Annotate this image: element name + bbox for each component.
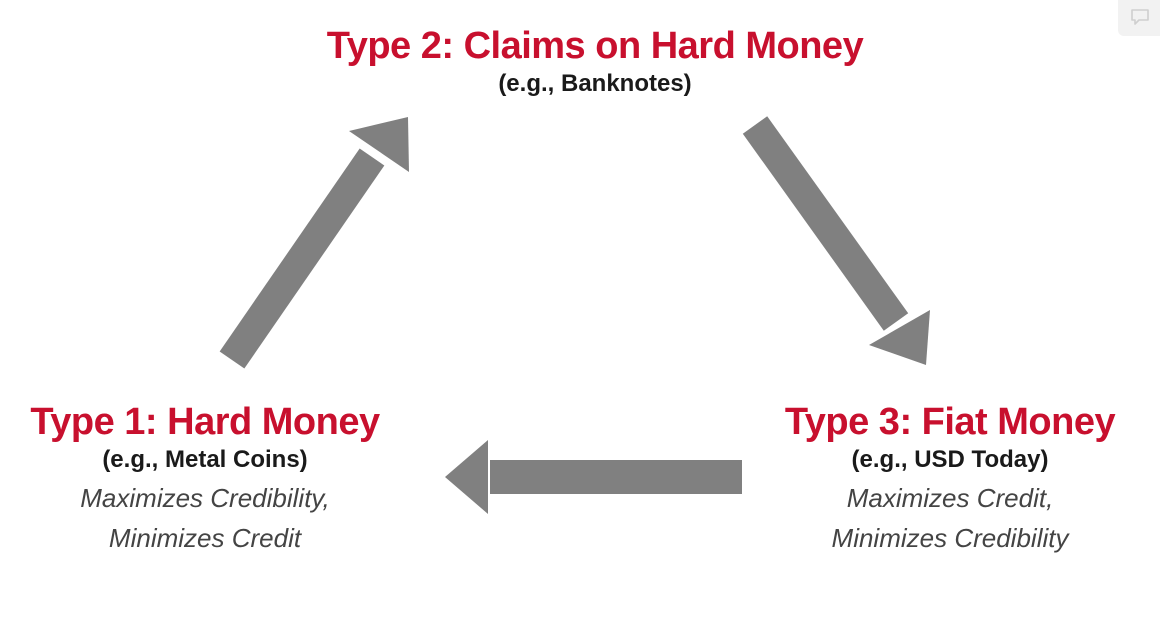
comment-button[interactable] (1118, 0, 1160, 36)
node-type2: Type 2: Claims on Hard Money (e.g., Bank… (300, 24, 890, 100)
type1-notes: Maximizes Credibility, Minimizes Credit (10, 478, 400, 558)
type1-title: Type 1: Hard Money (30, 401, 380, 443)
type2-title: Type 2: Claims on Hard Money (326, 25, 864, 67)
type3-title: Type 3: Fiat Money (784, 401, 1116, 443)
arrow-type3-to-type1 (445, 440, 742, 514)
type2-example: (e.g., Banknotes) (498, 70, 692, 97)
type3-example: (e.g., USD Today) (851, 446, 1049, 473)
arrow-type2-to-type3 (742, 116, 930, 365)
type1-note-line2: Minimizes Credit (108, 523, 302, 553)
type3-notes: Maximizes Credit, Minimizes Credibility (760, 478, 1140, 558)
arrow-type1-to-type2 (219, 117, 409, 369)
type3-note-line1: Maximizes Credit, (846, 483, 1054, 513)
type1-note-line1: Maximizes Credibility, (80, 483, 330, 513)
node-type1: Type 1: Hard Money (e.g., Metal Coins) M… (10, 400, 400, 558)
type3-note-line2: Minimizes Credibility (831, 523, 1069, 553)
comment-icon (1131, 9, 1149, 25)
type1-example: (e.g., Metal Coins) (102, 446, 308, 473)
node-type3: Type 3: Fiat Money (e.g., USD Today) Max… (760, 400, 1140, 558)
